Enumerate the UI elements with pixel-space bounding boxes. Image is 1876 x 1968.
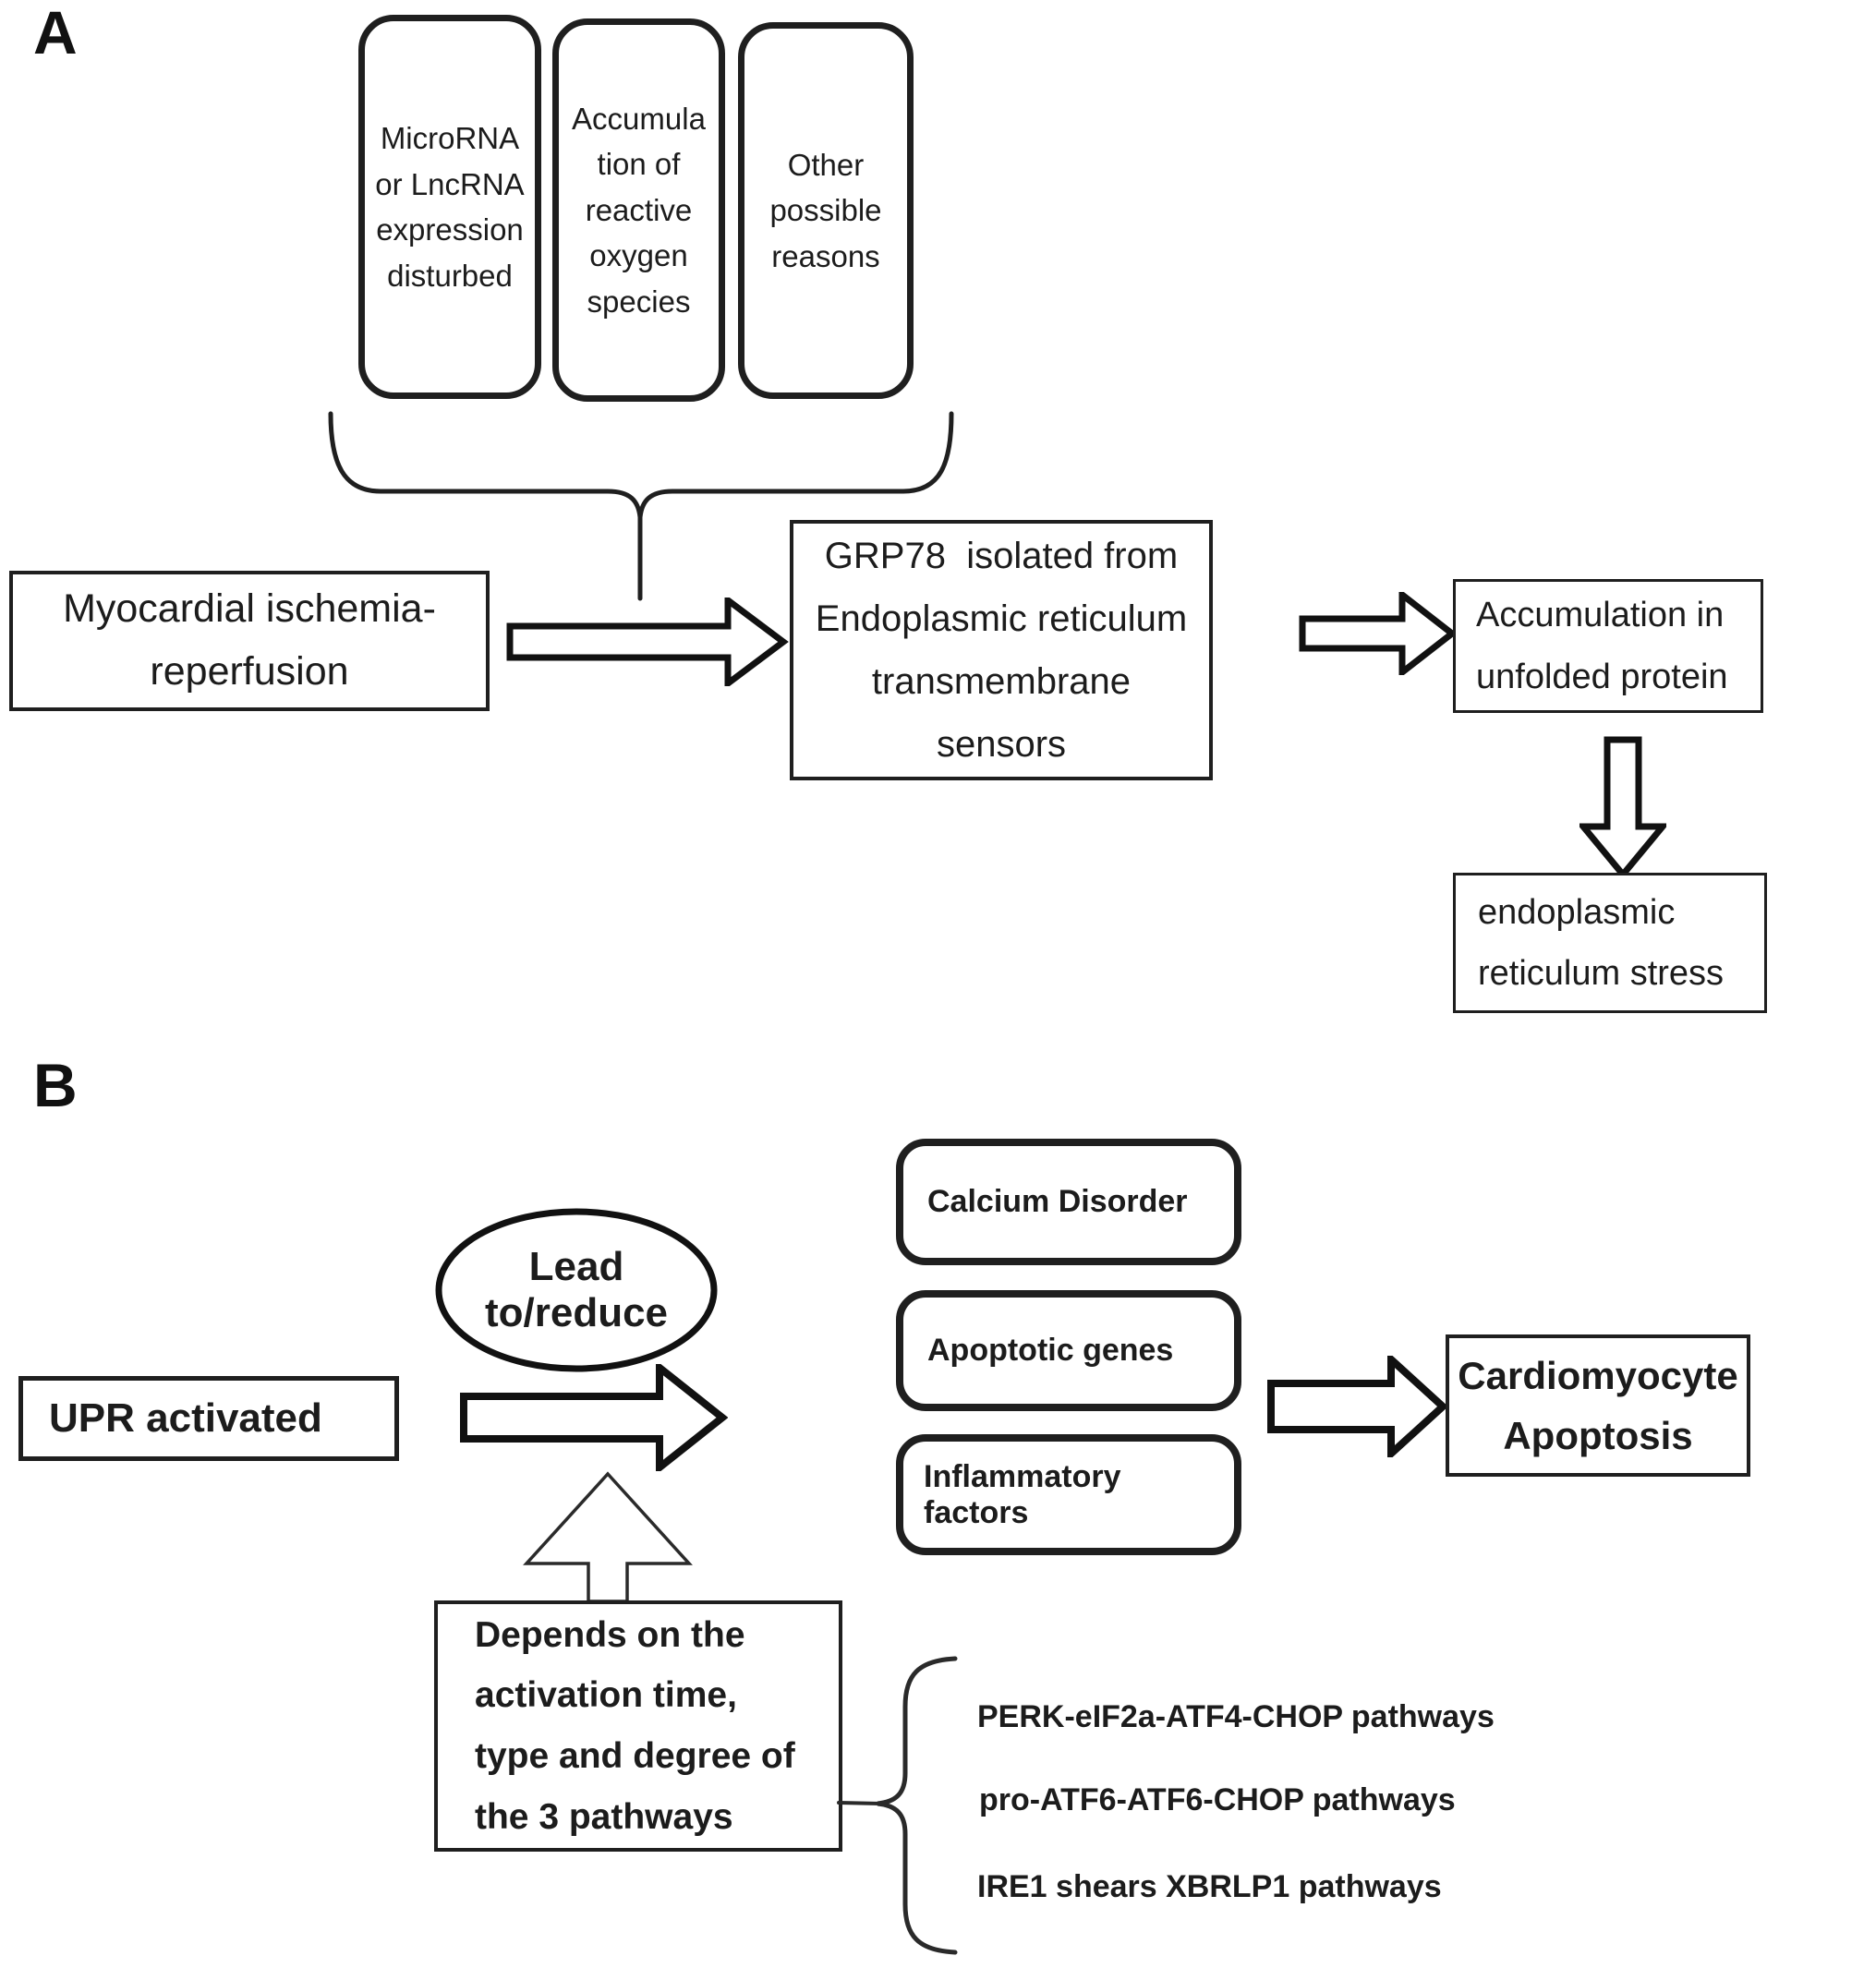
flow-arrow-up-icon bbox=[523, 1471, 693, 1603]
pathway-item-perk: PERK-eIF2a-ATF4-CHOP pathways bbox=[977, 1699, 1495, 1734]
upr-box: UPR activated bbox=[18, 1376, 399, 1461]
flow-arrow-right-icon bbox=[460, 1364, 728, 1471]
myocardial-box: Myocardial ischemia- reperfusion bbox=[9, 571, 490, 711]
accumulation-box: Accumulation in unfolded protein bbox=[1453, 579, 1763, 713]
apoptotic-box-label: Apoptotic genes bbox=[927, 1333, 1174, 1368]
flow-arrow-right-icon bbox=[1267, 1356, 1448, 1457]
calcium-box-label: Calcium Disorder bbox=[927, 1184, 1188, 1219]
er-stress-box-label: endoplasmic reticulum stress bbox=[1478, 892, 1725, 994]
panel-b-label: B bbox=[33, 1051, 78, 1119]
accumulation-box-label: Accumulation in unfolded protein bbox=[1476, 596, 1728, 696]
inflammatory-box-label: Inflammatory factors bbox=[924, 1458, 1121, 1530]
myocardial-box-label: Myocardial ischemia- reperfusion bbox=[63, 586, 436, 694]
cause-box-other: Other possible reasons bbox=[738, 22, 914, 399]
cause-box-ros: Accumula tion of reactive oxygen species bbox=[552, 18, 725, 402]
pathway-item-ire1: IRE1 shears XBRLP1 pathways bbox=[977, 1869, 1442, 1904]
grp78-box: GRP78 isolated from Endoplasmic reticulu… bbox=[790, 520, 1213, 780]
cause-box-ros-label: Accumula tion of reactive oxygen species bbox=[572, 101, 706, 319]
cause-box-other-label: Other possible reasons bbox=[769, 147, 882, 273]
upr-box-label: UPR activated bbox=[49, 1395, 322, 1441]
inflammatory-box: Inflammatory factors bbox=[896, 1434, 1241, 1555]
apoptotic-box: Apoptotic genes bbox=[896, 1290, 1241, 1411]
brace-left-icon bbox=[877, 1656, 958, 1955]
cause-box-microrna-label: MicroRNA or LncRNA expression disturbed bbox=[375, 121, 525, 293]
flow-arrow-right-icon bbox=[506, 598, 789, 686]
panel-a-label: A bbox=[33, 0, 78, 66]
depends-box: Depends on the activation time, type and… bbox=[434, 1600, 842, 1852]
connector-line bbox=[837, 1801, 883, 1805]
er-stress-box: endoplasmic reticulum stress bbox=[1453, 873, 1767, 1013]
calcium-box: Calcium Disorder bbox=[896, 1139, 1241, 1265]
cardiomyocyte-box: Cardiomyocyte Apoptosis bbox=[1446, 1334, 1750, 1477]
cardiomyocyte-box-label: Cardiomyocyte Apoptosis bbox=[1458, 1353, 1738, 1457]
cause-box-microrna: MicroRNA or LncRNA expression disturbed bbox=[358, 15, 541, 399]
pathway-item-atf6: pro-ATF6-ATF6-CHOP pathways bbox=[979, 1782, 1456, 1817]
lead-ellipse bbox=[435, 1208, 718, 1372]
lead-ellipse-label: Lead to/reduce bbox=[484, 1244, 669, 1335]
depends-box-label: Depends on the activation time, type and… bbox=[475, 1614, 795, 1837]
brace-down-icon bbox=[328, 411, 954, 601]
flow-arrow-down-icon bbox=[1579, 736, 1666, 878]
grp78-box-label: GRP78 isolated from Endoplasmic reticulu… bbox=[815, 536, 1188, 765]
flow-arrow-right-icon bbox=[1299, 592, 1458, 675]
